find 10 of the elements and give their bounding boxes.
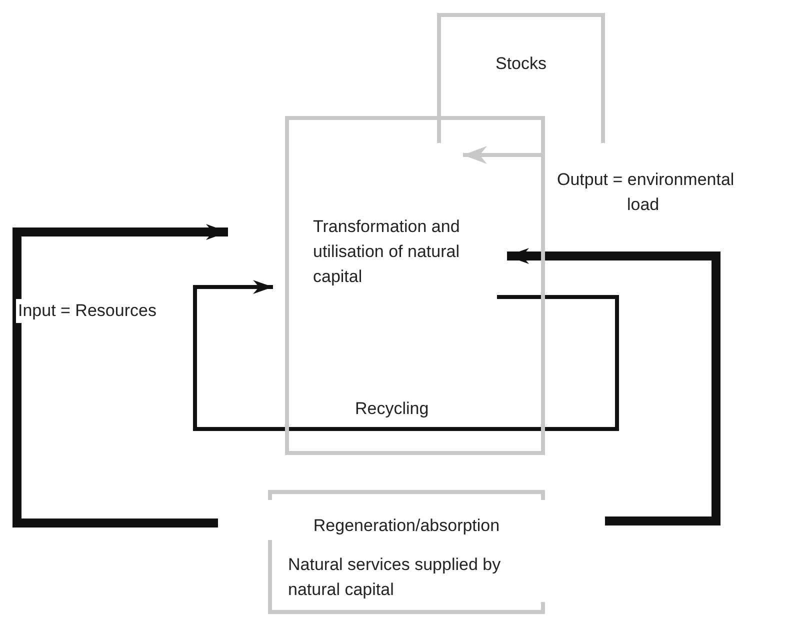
edge-label: Input = Resources — [16, 299, 158, 323]
box-text: Natural services supplied by natural capital — [288, 554, 502, 601]
arrow — [507, 248, 720, 526]
arrow — [463, 146, 541, 164]
annotation: Output = environmental load — [557, 169, 736, 216]
box-title: Stocks — [494, 53, 548, 75]
arrow — [193, 280, 619, 431]
box-title: Regeneration/absorption — [312, 515, 501, 537]
arrow — [12, 224, 228, 528]
box-text: Transformation and utilisation of natural capital — [313, 216, 461, 288]
